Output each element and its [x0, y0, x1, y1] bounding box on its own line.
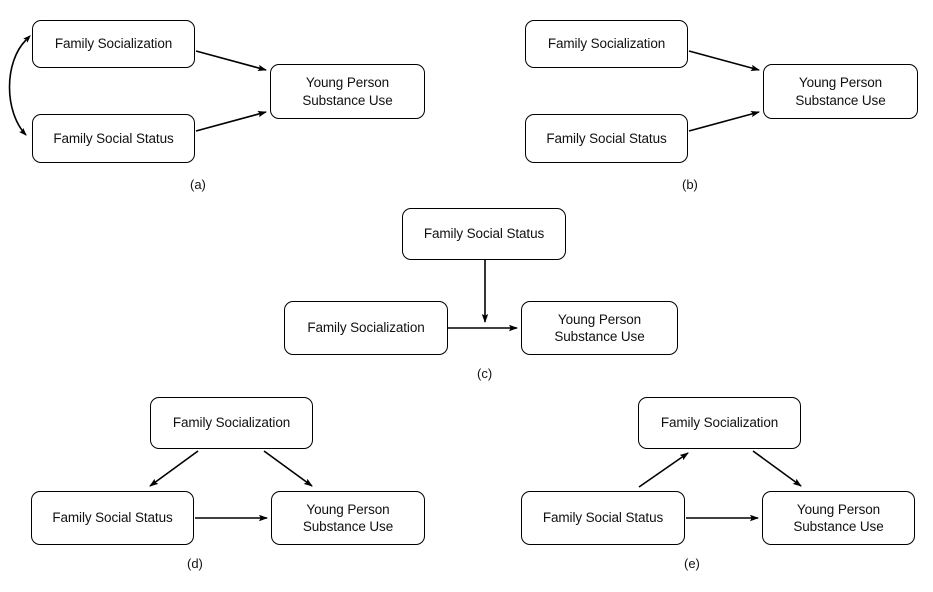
node-label: Family Socialization	[54, 36, 173, 52]
panel-b-node-family-social-status[interactable]: Family Social Status	[525, 114, 688, 163]
panel-c-node-family-socialization[interactable]: Family Socialization	[284, 301, 448, 355]
node-label: Young Person Substance Use	[554, 311, 645, 344]
node-label: Family Social Status	[546, 130, 667, 146]
panel-caption-c: (c)	[477, 366, 493, 381]
edge-d-fs-to-yp	[263, 450, 313, 487]
panel-caption-a: (a)	[190, 177, 206, 192]
edge-d-fs-to-fss	[149, 450, 199, 487]
panel-e-node-family-socialization[interactable]: Family Socialization	[638, 397, 801, 449]
panel-b-edges	[688, 50, 760, 132]
panel-caption-d: (d)	[187, 556, 203, 571]
panel-c-node-family-social-status[interactable]: Family Social Status	[402, 208, 566, 260]
panel-d-node-family-social-status[interactable]: Family Social Status	[31, 491, 194, 545]
node-label: Family Social Status	[52, 510, 173, 526]
node-label: Family Socialization	[172, 415, 291, 431]
panel-c-node-young-person-substance-use[interactable]: Young Person Substance Use	[521, 301, 678, 355]
panel-a-node-young-person-substance-use[interactable]: Young Person Substance Use	[270, 64, 425, 119]
edge-a-fs-fss-correlation	[8, 35, 31, 136]
panel-a-node-family-social-status[interactable]: Family Social Status	[32, 114, 195, 163]
node-label: Family Social Status	[53, 130, 174, 146]
panel-e-node-young-person-substance-use[interactable]: Young Person Substance Use	[762, 491, 915, 545]
node-label: Family Social Status	[423, 226, 545, 242]
panel-b-node-young-person-substance-use[interactable]: Young Person Substance Use	[763, 64, 918, 119]
node-label: Young Person Substance Use	[795, 75, 886, 108]
node-label: Young Person Substance Use	[302, 501, 394, 534]
edge-a-fss-to-yp	[195, 111, 267, 132]
panel-a-node-family-socialization[interactable]: Family Socialization	[32, 20, 195, 68]
node-label: Young Person Substance Use	[302, 75, 393, 108]
node-label: Family Socialization	[547, 36, 666, 52]
node-label: Family Socialization	[660, 415, 779, 431]
panel-e-node-family-social-status[interactable]: Family Social Status	[521, 491, 685, 545]
node-label: Family Socialization	[307, 320, 425, 336]
edge-e-fs-to-yp	[752, 450, 802, 487]
edge-b-fs-to-yp	[688, 50, 760, 71]
edge-b-fss-to-yp	[688, 111, 760, 132]
panel-d-node-family-socialization[interactable]: Family Socialization	[150, 397, 313, 449]
panel-c-edges	[448, 260, 518, 332]
edge-e-fss-to-fs	[638, 452, 689, 488]
panel-d-node-young-person-substance-use[interactable]: Young Person Substance Use	[271, 491, 425, 545]
node-label: Family Social Status	[542, 510, 664, 526]
panel-b-node-family-socialization[interactable]: Family Socialization	[525, 20, 688, 68]
node-label: Young Person Substance Use	[793, 501, 884, 534]
edge-a-fs-to-yp	[195, 50, 267, 71]
panel-caption-b: (b)	[682, 177, 698, 192]
panel-caption-e: (e)	[684, 556, 700, 571]
